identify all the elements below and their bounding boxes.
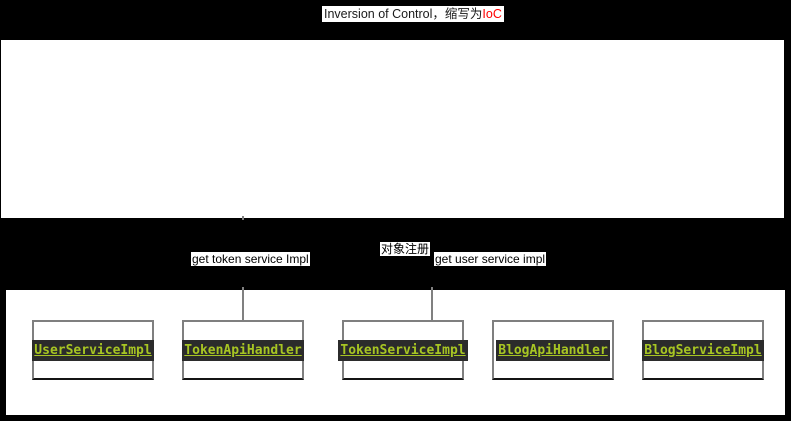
- class-box-blog-api-handler: BlogApiHandler: [492, 320, 614, 380]
- class-box-token-service-impl: TokenServiceImpl: [338, 320, 468, 380]
- class-link-blog-service-impl[interactable]: BlogServiceImpl: [642, 339, 764, 361]
- label-get-user-service: get user service impl: [434, 252, 547, 266]
- diagram-title-text: Inversion of Control，缩写为: [324, 7, 483, 21]
- class-link-token-api-handler[interactable]: TokenApiHandler: [182, 339, 304, 361]
- class-link-user-service-impl[interactable]: UserServiceImpl: [32, 339, 154, 361]
- label-get-token-service: get token service Impl: [191, 252, 310, 266]
- diagram-title-accent: IoC: [482, 7, 502, 21]
- class-link-token-service-impl[interactable]: TokenServiceImpl: [338, 339, 468, 361]
- connector-line-token-service: [431, 287, 433, 321]
- class-box-blog-service-impl: BlogServiceImpl: [642, 320, 764, 380]
- class-link-blog-api-handler[interactable]: BlogApiHandler: [496, 339, 610, 361]
- connector-line-token-api: [242, 287, 244, 321]
- diagram-title: Inversion of Control，缩写为IoC: [322, 6, 504, 22]
- ioc-container-panel: [1, 40, 784, 218]
- class-box-token-api-handler: TokenApiHandler: [182, 320, 304, 380]
- label-object-register: 对象注册: [380, 242, 431, 256]
- class-box-user-service-impl: UserServiceImpl: [32, 320, 154, 380]
- connector-stub: [242, 216, 244, 220]
